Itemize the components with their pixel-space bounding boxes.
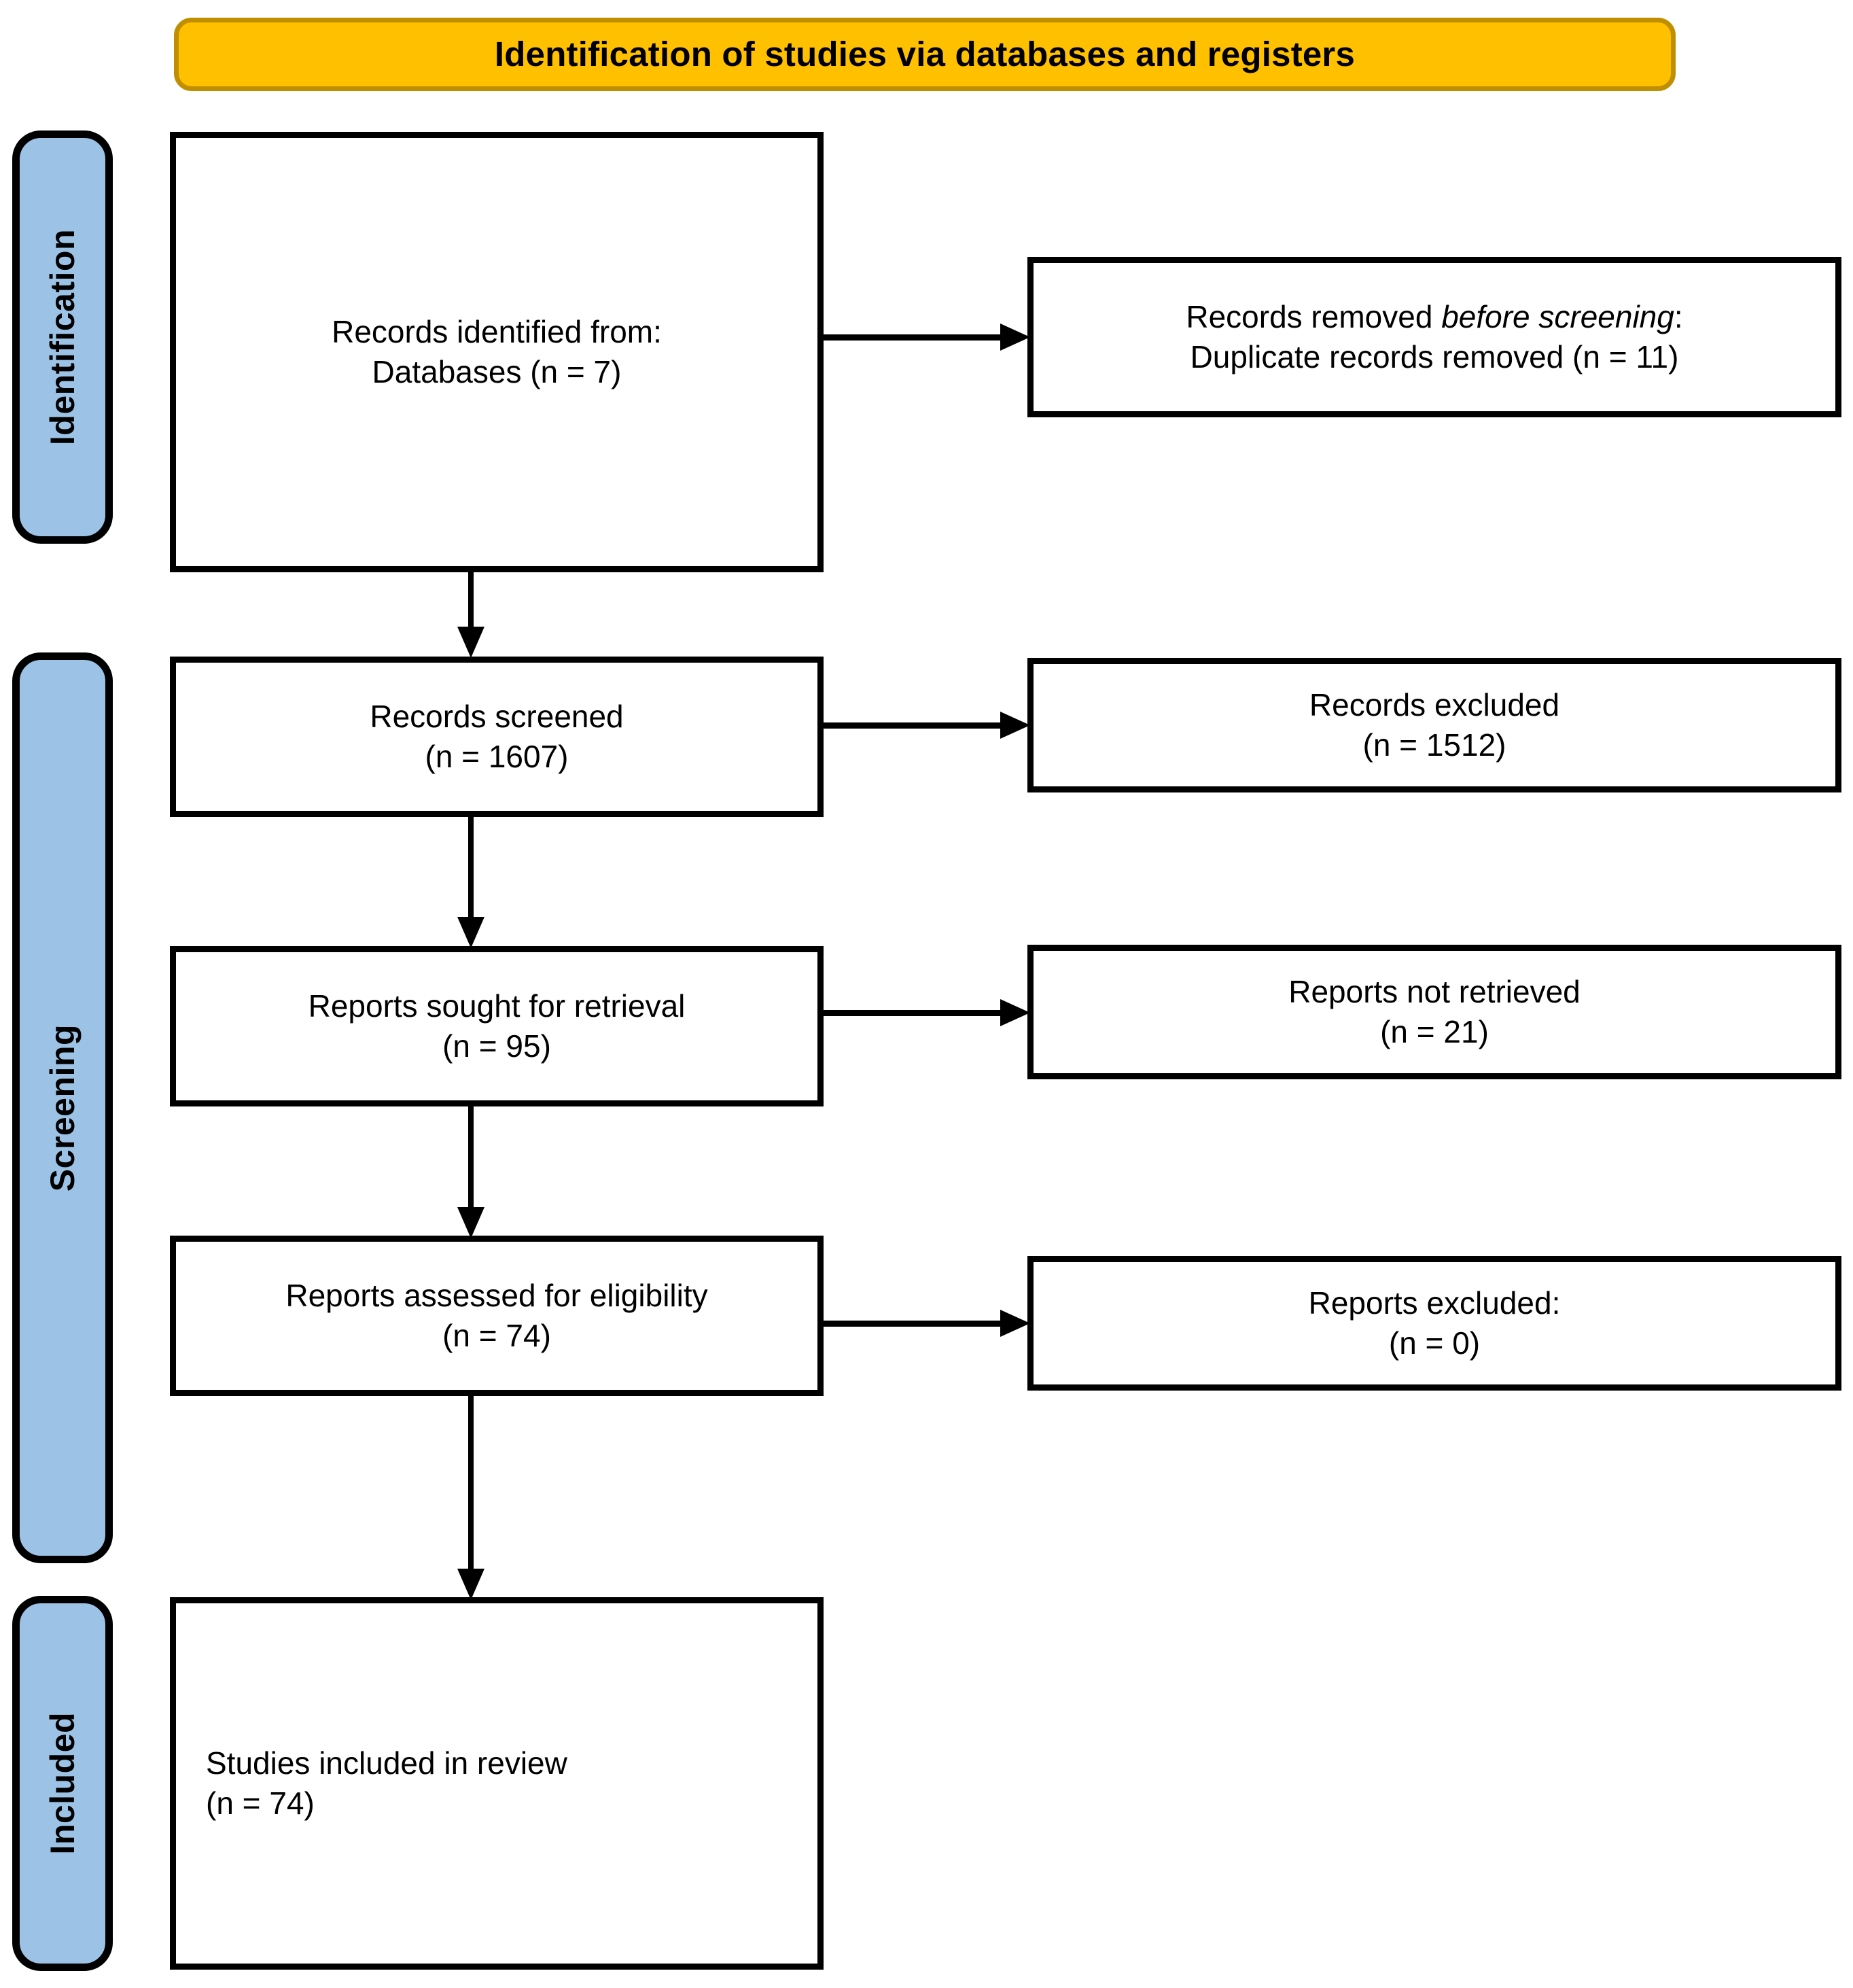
box-records-excluded-text: Records excluded (n = 1512) bbox=[1309, 685, 1559, 765]
box-records-screened: Records screened (n = 1607) bbox=[170, 657, 824, 817]
reports-not-retrieved-line2: (n = 21) bbox=[1380, 1014, 1489, 1049]
box-records-excluded: Records excluded (n = 1512) bbox=[1027, 658, 1841, 792]
records-removed-line1-prefix: Records removed bbox=[1186, 299, 1442, 335]
reports-assessed-line2: (n = 74) bbox=[442, 1318, 551, 1353]
studies-included-line2: (n = 74) bbox=[206, 1785, 315, 1821]
arrow-sought-to-assessed bbox=[457, 1105, 484, 1238]
records-removed-line1-italic: before screening bbox=[1441, 299, 1674, 335]
arrow-shaft bbox=[468, 815, 474, 918]
records-identified-line1: Records identified from: bbox=[332, 314, 662, 350]
arrowhead-right-icon bbox=[1000, 324, 1030, 351]
phase-label-included: Included bbox=[43, 1712, 82, 1855]
arrowhead-down-icon bbox=[457, 1207, 484, 1238]
studies-included-line1: Studies included in review bbox=[206, 1745, 567, 1781]
arrow-shaft bbox=[824, 1321, 1000, 1327]
box-reports-not-retrieved: Reports not retrieved (n = 21) bbox=[1027, 945, 1841, 1079]
diagram-header-banner: Identification of studies via databases … bbox=[174, 18, 1676, 91]
arrowhead-right-icon bbox=[1000, 999, 1030, 1026]
arrowhead-right-icon bbox=[1000, 1310, 1030, 1337]
reports-sought-line1: Reports sought for retrieval bbox=[308, 988, 686, 1024]
phase-label-identification: Identification bbox=[43, 228, 82, 446]
arrow-sought-to-not-retrieved bbox=[824, 999, 1030, 1026]
arrowhead-down-icon bbox=[457, 917, 484, 948]
reports-excluded-line2: (n = 0) bbox=[1388, 1325, 1481, 1361]
records-excluded-line2: (n = 1512) bbox=[1362, 727, 1506, 763]
arrowhead-down-icon bbox=[457, 1569, 484, 1600]
box-records-identified: Records identified from: Databases (n = 7… bbox=[170, 132, 824, 572]
phase-bar-identification: Identification bbox=[12, 130, 113, 544]
box-records-identified-text: Records identified from: Databases (n = 7… bbox=[332, 312, 662, 392]
reports-not-retrieved-line1: Reports not retrieved bbox=[1288, 974, 1581, 1010]
arrow-shaft bbox=[824, 1010, 1000, 1016]
banner-title: Identification of studies via databases … bbox=[494, 34, 1356, 73]
box-records-removed-before-screening: Records removed before screening: Duplica… bbox=[1027, 257, 1841, 417]
box-reports-excluded: Reports excluded: (n = 0) bbox=[1027, 1256, 1841, 1391]
records-screened-line1: Records screened bbox=[370, 699, 624, 735]
reports-excluded-line1: Reports excluded: bbox=[1308, 1285, 1561, 1321]
reports-sought-line2: (n = 95) bbox=[442, 1028, 551, 1064]
box-reports-not-retrieved-text: Reports not retrieved (n = 21) bbox=[1288, 972, 1581, 1052]
arrow-identified-to-removed bbox=[824, 324, 1030, 351]
records-excluded-line1: Records excluded bbox=[1309, 687, 1560, 723]
arrowhead-down-icon bbox=[457, 627, 484, 658]
arrow-shaft bbox=[824, 334, 1000, 341]
records-removed-line1-suffix: : bbox=[1674, 299, 1683, 335]
arrow-shaft bbox=[468, 1395, 474, 1570]
reports-assessed-line1: Reports assessed for eligibility bbox=[285, 1278, 708, 1314]
records-screened-line2: (n = 1607) bbox=[425, 739, 569, 774]
box-reports-sought-text: Reports sought for retrieval (n = 95) bbox=[308, 986, 686, 1066]
arrow-shaft bbox=[468, 1105, 474, 1208]
arrowhead-right-icon bbox=[1000, 712, 1030, 739]
box-reports-assessed: Reports assessed for eligibility (n = 74) bbox=[170, 1236, 824, 1396]
phase-bar-screening: Screening bbox=[12, 652, 113, 1563]
box-reports-assessed-text: Reports assessed for eligibility (n = 74) bbox=[285, 1276, 707, 1356]
arrow-screened-to-sought bbox=[457, 815, 484, 948]
box-records-removed-text: Records removed before screening: Duplica… bbox=[1186, 297, 1682, 377]
records-removed-line2: Duplicate records removed (n = 11) bbox=[1190, 339, 1679, 374]
arrow-assessed-to-included bbox=[457, 1395, 484, 1600]
box-reports-excluded-text: Reports excluded: (n = 0) bbox=[1309, 1283, 1561, 1363]
phase-bar-included: Included bbox=[12, 1596, 113, 1971]
records-identified-line2: Databases (n = 7) bbox=[372, 354, 622, 389]
box-reports-sought: Reports sought for retrieval (n = 95) bbox=[170, 946, 824, 1106]
arrow-shaft bbox=[468, 571, 474, 628]
arrow-shaft bbox=[824, 722, 1000, 729]
box-studies-included: Studies included in review (n = 74) bbox=[170, 1597, 824, 1970]
arrow-screened-to-excluded bbox=[824, 712, 1030, 739]
phase-label-screening: Screening bbox=[43, 1024, 82, 1192]
arrow-assessed-to-reports-excluded bbox=[824, 1310, 1030, 1337]
arrow-identified-to-screened bbox=[457, 571, 484, 658]
box-studies-included-text: Studies included in review (n = 74) bbox=[206, 1743, 567, 1824]
box-records-screened-text: Records screened (n = 1607) bbox=[370, 697, 623, 777]
